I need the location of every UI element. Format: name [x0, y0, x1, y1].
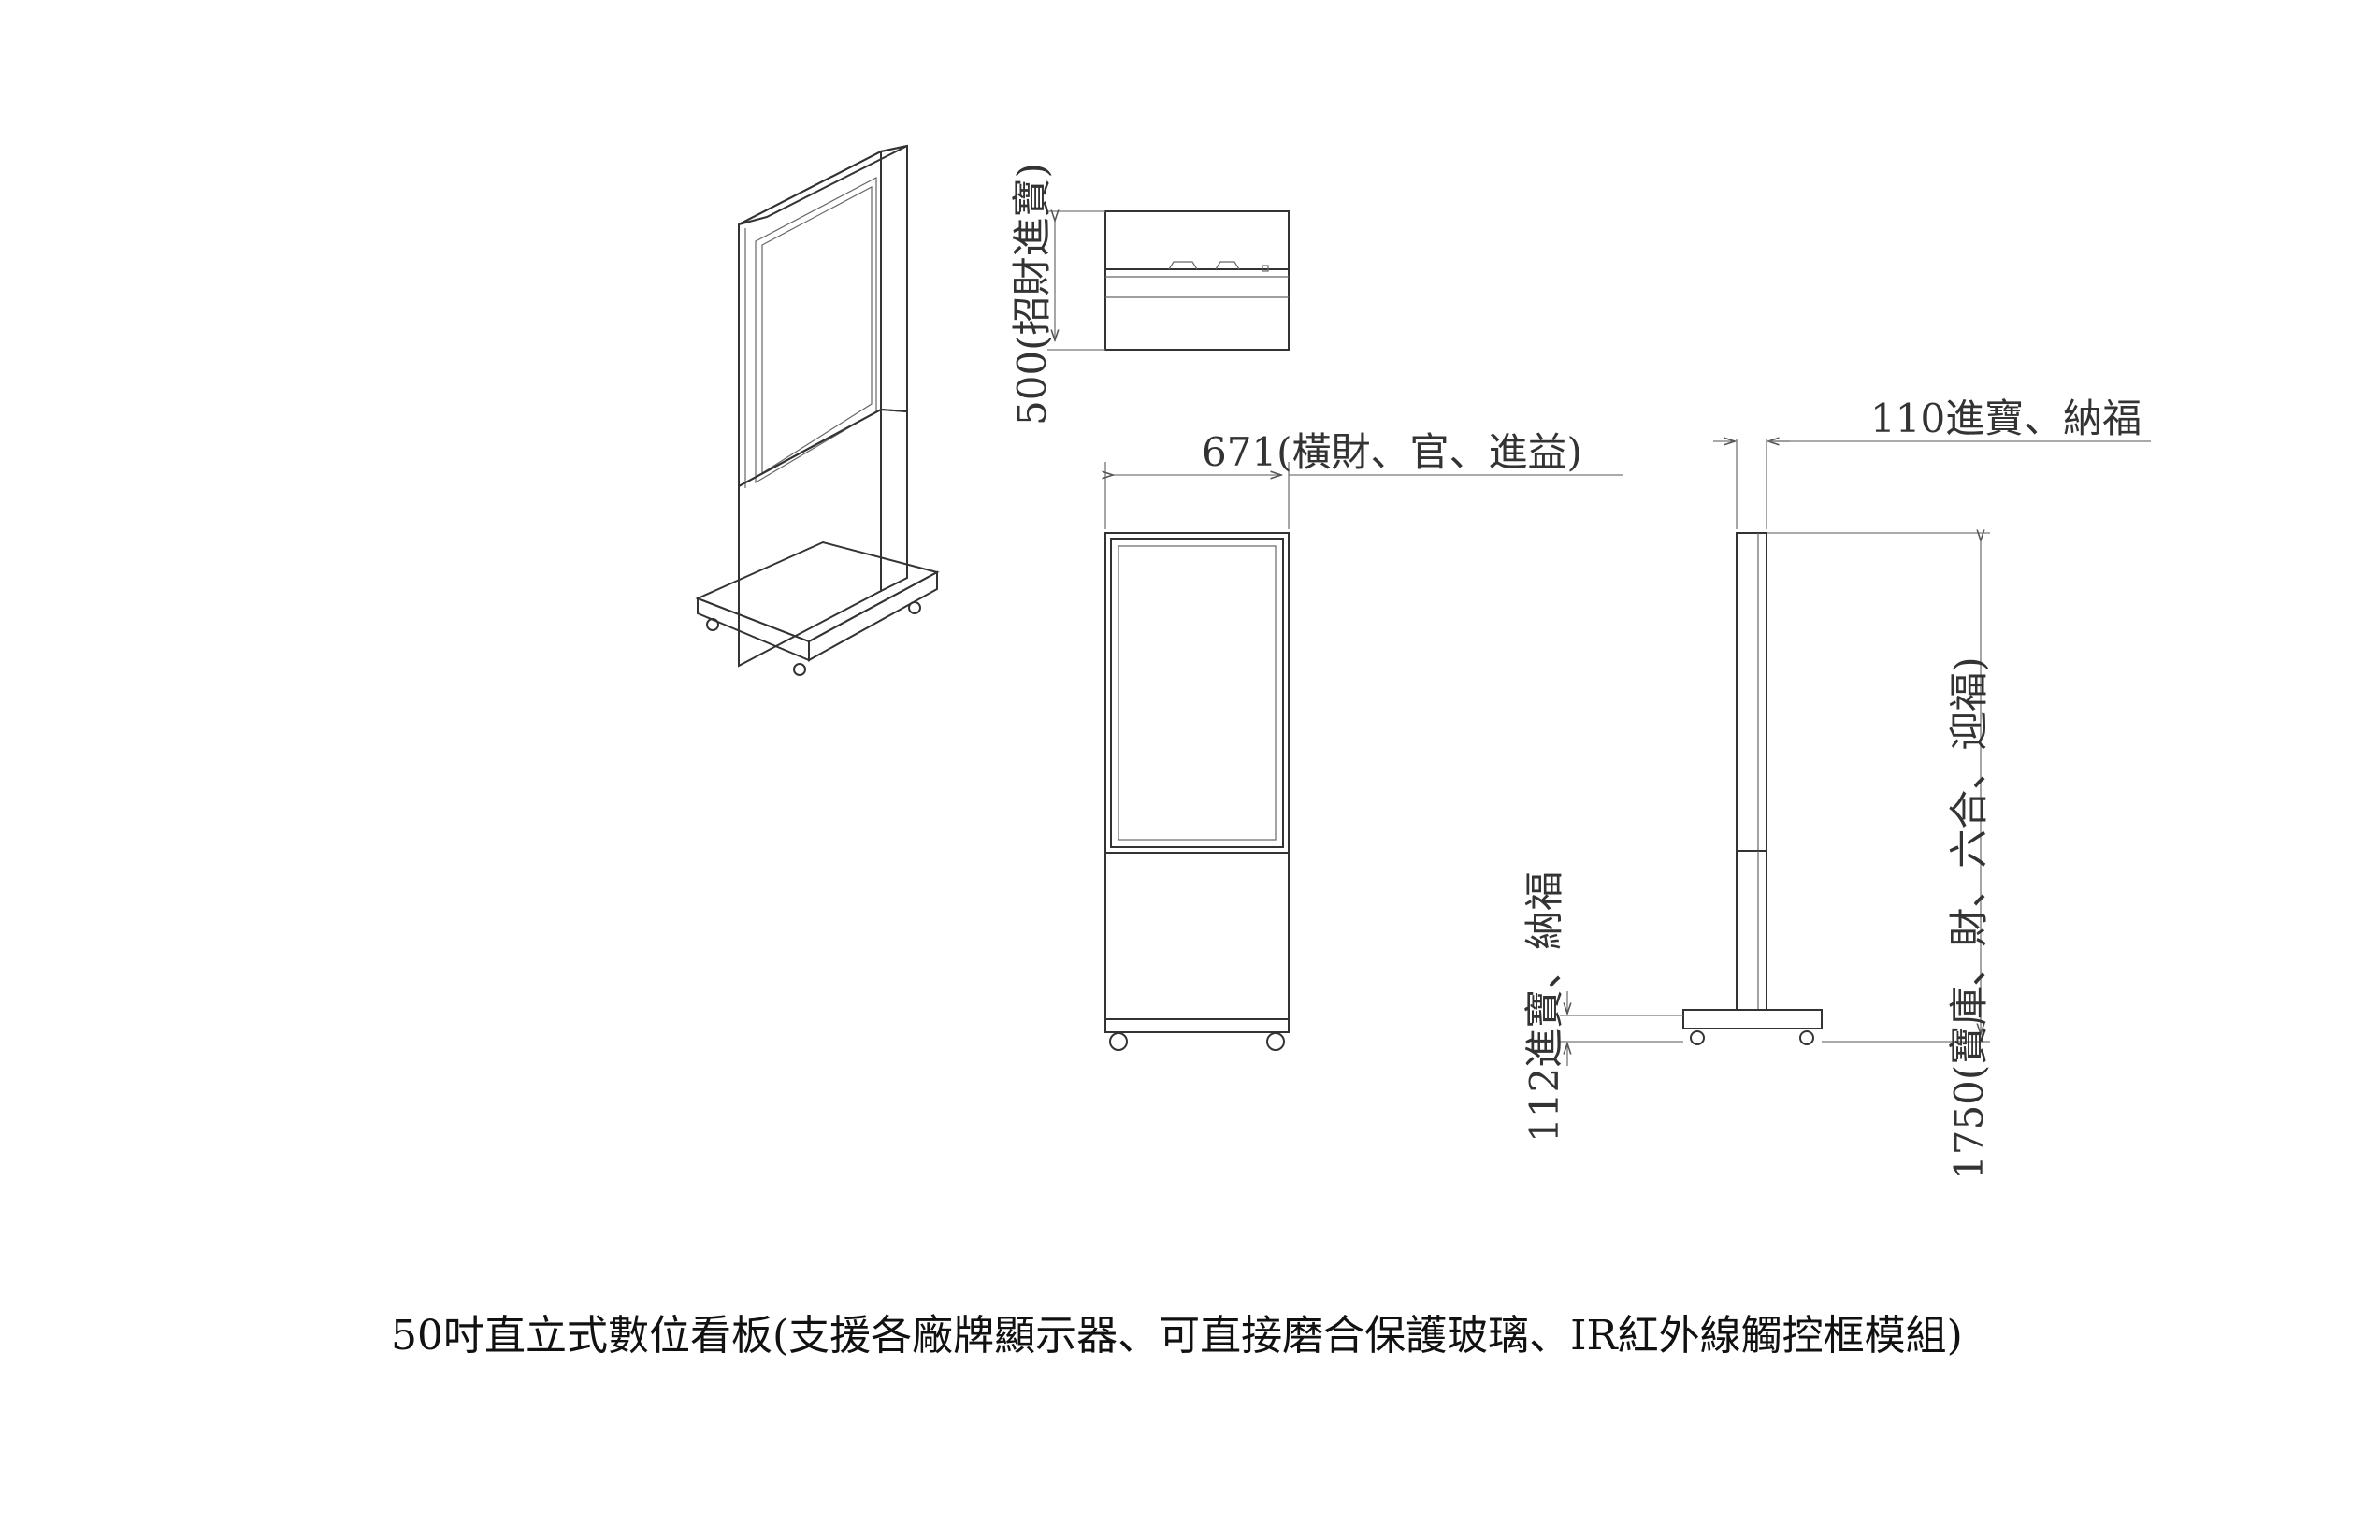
base-height-label: 112進寶、納福 [1522, 871, 1567, 1143]
top-view [1047, 211, 1290, 351]
depth-top-label: 500(招財進寶) [1009, 163, 1055, 425]
front-view [1105, 462, 1623, 1051]
height-label: 1750(寶庫、財、六合、迎福) [1946, 656, 1992, 1180]
side-depth-label: 110進寶、納福 [1870, 396, 2142, 441]
drawing-caption: 50吋直立式數位看板(支援各廠牌顯示器、可直接磨合保護玻璃、IR紅外線觸控框模組… [391, 1312, 1963, 1360]
isometric-view [695, 144, 940, 676]
side-view [1560, 439, 2151, 1066]
width-label: 671(橫財、官、進益) [1202, 429, 1582, 475]
